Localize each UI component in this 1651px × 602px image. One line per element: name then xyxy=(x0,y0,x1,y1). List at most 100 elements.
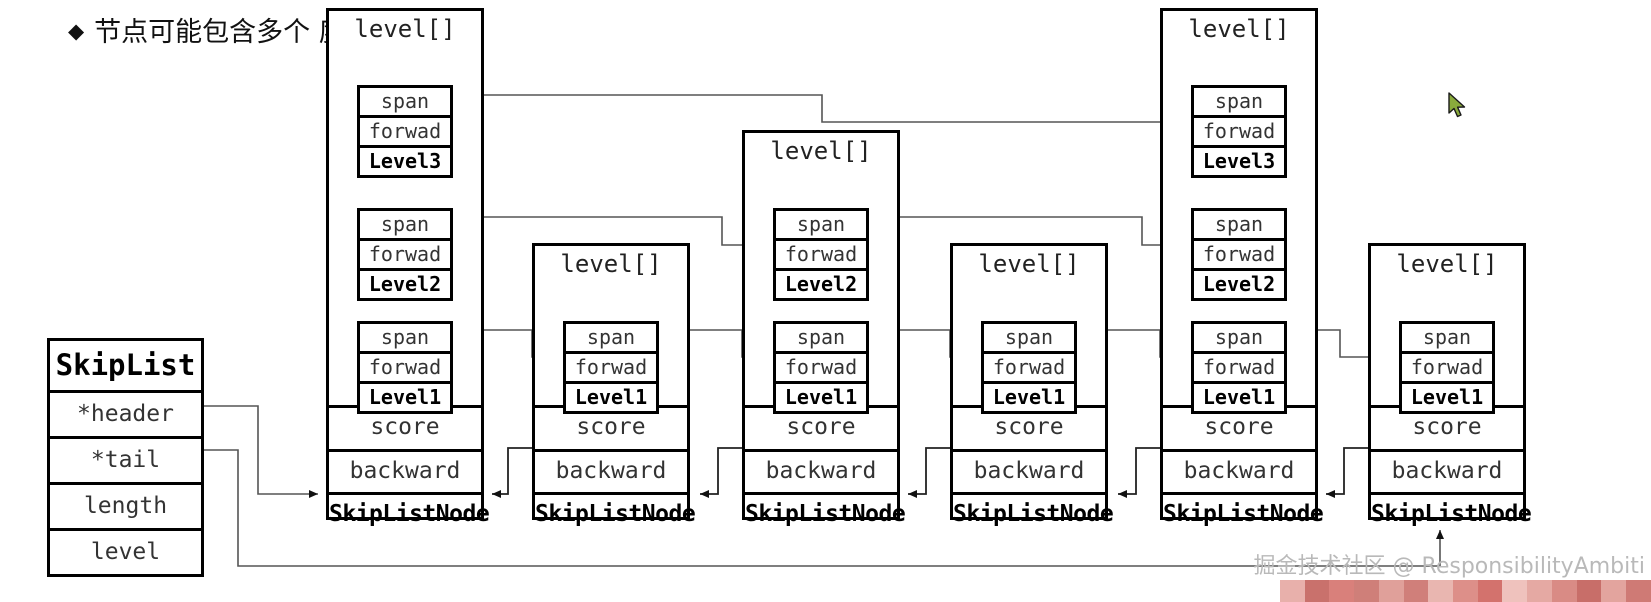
wire-n6-backward-to-n5 xyxy=(1326,447,1368,498)
node-1-name: SkipListNode xyxy=(329,492,490,536)
pixelated-strip xyxy=(1280,580,1651,602)
node-1-level-2-span: span xyxy=(360,211,450,241)
skiplist-title: SkipList xyxy=(50,341,201,393)
node-1-level-1-span: span xyxy=(360,324,450,354)
node-1-level-2[interactable]: span forwad Level2 xyxy=(357,208,453,301)
node-6-level-1-forward: forwad xyxy=(1402,354,1492,384)
node-5-level-1-name: Level1 xyxy=(1202,385,1276,409)
node-2[interactable]: level[] span forwad Level1 score backwar… xyxy=(532,243,696,527)
node-6-level-1-span: span xyxy=(1402,324,1492,354)
node-5-level-array-label: level[] xyxy=(1188,15,1290,43)
watermark: 掘金技术社区 @ ResponsibilityAmbiti xyxy=(1253,554,1645,579)
node-5-level-1-forward: forwad xyxy=(1194,354,1284,384)
node-3-name: SkipListNode xyxy=(745,492,906,536)
strip-cell xyxy=(1428,580,1454,602)
node-5-level-2-forward: forwad xyxy=(1194,241,1284,271)
skiplist-field-tail[interactable]: *tail xyxy=(50,439,201,485)
skiplist-field-length[interactable]: length xyxy=(50,485,201,531)
node-3-level-1-forward: forwad xyxy=(776,354,866,384)
node-3-level-2[interactable]: span forwad Level2 xyxy=(773,208,869,301)
node-1[interactable]: level[] span forwad Level3 span forwad L… xyxy=(326,8,490,527)
strip-cell xyxy=(1304,580,1330,602)
skiplist-struct[interactable]: SkipList *header *tail length level xyxy=(47,338,204,577)
wire-tail-to-node6 xyxy=(204,449,1444,567)
node-3-level-2-forward: forwad xyxy=(776,241,866,271)
node-2-name: SkipListNode xyxy=(535,492,696,536)
node-3-level-array-label: level[] xyxy=(770,137,872,165)
wire-n1-l3-to-n5 xyxy=(450,94,1186,126)
wire-n2-backward-to-n1 xyxy=(492,447,532,498)
node-3-level-1-name: Level1 xyxy=(784,385,858,409)
node-3-level-1-span: span xyxy=(776,324,866,354)
node-5-level-1-span: span xyxy=(1194,324,1284,354)
skiplist-field-header[interactable]: *header xyxy=(50,393,201,439)
strip-cell xyxy=(1626,580,1651,602)
node-3-level-2-span: span xyxy=(776,211,866,241)
node-6-level-1[interactable]: span forwad Level1 xyxy=(1399,321,1495,414)
node-2-level-1[interactable]: span forwad Level1 xyxy=(563,321,659,414)
node-1-level-3[interactable]: span forwad Level3 xyxy=(357,85,453,178)
node-6[interactable]: level[] span forwad Level1 score backwar… xyxy=(1368,243,1532,527)
node-3[interactable]: level[] span forwad Level2 span forwad L… xyxy=(742,130,906,527)
node-1-level-3-name: Level3 xyxy=(368,149,442,173)
node-6-level-array-label: level[] xyxy=(1396,250,1498,278)
node-2-level-1-forward: forwad xyxy=(566,354,656,384)
node-5-level-2-span: span xyxy=(1194,211,1284,241)
node-6-backward: backward xyxy=(1371,448,1523,493)
strip-cell xyxy=(1280,580,1305,602)
skiplist-field-level[interactable]: level xyxy=(90,539,161,565)
strip-cell xyxy=(1378,580,1404,602)
wire-n3-backward-to-n2 xyxy=(700,447,742,498)
node-4-backward: backward xyxy=(953,448,1105,493)
node-1-level-2-name: Level2 xyxy=(368,272,442,296)
node-2-level-array-label: level[] xyxy=(560,250,662,278)
node-5-backward: backward xyxy=(1163,448,1315,493)
node-5[interactable]: level[] span forwad Level3 span forwad L… xyxy=(1160,8,1324,527)
node-2-level-1-name: Level1 xyxy=(574,385,648,409)
node-2-backward: backward xyxy=(535,448,687,493)
node-2-level-1-span: span xyxy=(566,324,656,354)
wire-n5-backward-to-n4 xyxy=(1118,447,1160,498)
node-3-backward: backward xyxy=(745,448,897,493)
strip-cell xyxy=(1453,580,1478,602)
node-5-level-1[interactable]: span forwad Level1 xyxy=(1191,321,1287,414)
node-3-level-1[interactable]: span forwad Level1 xyxy=(773,321,869,414)
strip-cell xyxy=(1576,580,1602,602)
node-1-level-2-forward: forwad xyxy=(360,241,450,271)
diamond-bullet-icon: ◆ xyxy=(68,19,85,43)
node-1-level-3-span: span xyxy=(360,88,450,118)
node-5-level-3-span: span xyxy=(1194,88,1284,118)
strip-cell xyxy=(1551,580,1577,602)
node-3-level-2-name: Level2 xyxy=(784,272,858,296)
node-5-level-2[interactable]: span forwad Level2 xyxy=(1191,208,1287,301)
node-5-level-2-name: Level2 xyxy=(1202,272,1276,296)
wire-header-to-node1 xyxy=(204,405,318,498)
node-1-level-1-forward: forwad xyxy=(360,354,450,384)
strip-cell xyxy=(1527,580,1552,602)
node-1-level-array-label: level[] xyxy=(354,15,456,43)
node-1-level-3-forward: forwad xyxy=(360,118,450,148)
node-4-level-array-label: level[] xyxy=(978,250,1080,278)
node-4-level-1-forward: forwad xyxy=(984,354,1074,384)
node-4-level-1-span: span xyxy=(984,324,1074,354)
node-1-level-1[interactable]: span forwad Level1 xyxy=(357,321,453,414)
strip-cell xyxy=(1354,580,1379,602)
strip-cell xyxy=(1329,580,1355,602)
strip-cell xyxy=(1502,580,1528,602)
mouse-cursor xyxy=(1448,92,1468,124)
node-5-level-3-forward: forwad xyxy=(1194,118,1284,148)
node-5-level-3[interactable]: span forwad Level3 xyxy=(1191,85,1287,178)
strip-cell xyxy=(1403,580,1429,602)
node-4[interactable]: level[] span forwad Level1 score backwar… xyxy=(950,243,1114,527)
node-6-name: SkipListNode xyxy=(1371,492,1532,536)
node-4-level-1-name: Level1 xyxy=(992,385,1066,409)
node-4-level-1[interactable]: span forwad Level1 xyxy=(981,321,1077,414)
node-5-name: SkipListNode xyxy=(1163,492,1324,536)
strip-cell xyxy=(1477,580,1503,602)
strip-cell xyxy=(1601,580,1627,602)
node-1-backward: backward xyxy=(329,448,481,493)
node-5-level-3-name: Level3 xyxy=(1202,149,1276,173)
wire-n4-backward-to-n3 xyxy=(908,447,950,498)
node-6-level-1-name: Level1 xyxy=(1410,385,1484,409)
